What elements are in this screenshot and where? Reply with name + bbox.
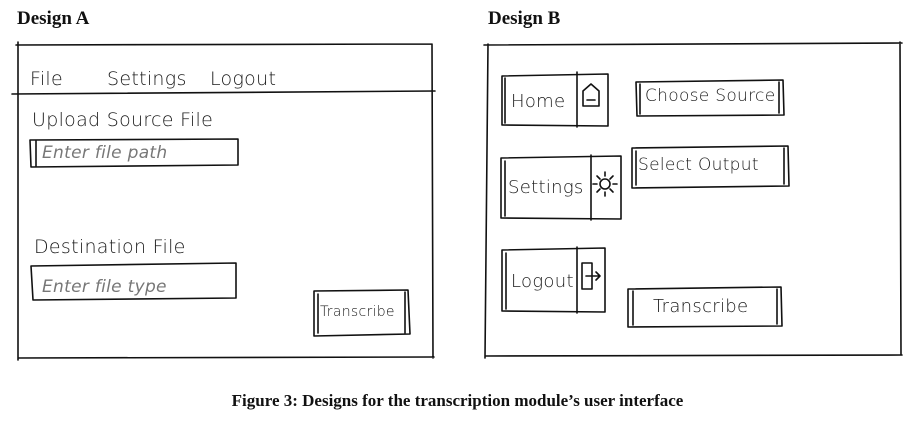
choose-source-button[interactable]: Choose Source [645,86,776,106]
menu-settings[interactable]: Settings [107,68,187,90]
design-b-title: Design B [488,8,561,29]
design-a-frame [15,41,435,361]
figure-caption: Figure 3: Designs for the transcription … [231,391,684,410]
door-exit-icon [580,261,602,291]
settings-button[interactable]: Settings [508,177,584,198]
destination-file-type-input[interactable]: Enter file type [42,277,167,297]
design-b-home-box [501,73,609,127]
design-b-select-output-box [631,145,790,189]
upload-file-path-input[interactable]: Enter file path [42,143,168,163]
select-output-button[interactable]: Select Output [638,155,759,175]
door-exit-icon-path [581,262,601,290]
design-b-frame [483,41,903,359]
design-b-choose-source-box [635,79,785,117]
design-b-transcribe-button[interactable]: Transcribe [653,296,749,317]
design-a-transcribe-button[interactable]: Transcribe [320,304,395,320]
design-a-transcribe-box [313,289,411,337]
design-a-menu-separator [11,90,436,95]
destination-file-label: Destination File [34,236,186,258]
gear-icon-path [592,171,618,197]
design-a-title: Design A [17,8,90,29]
house-icon [580,82,602,108]
design-a-destination-box [30,262,237,301]
menu-logout[interactable]: Logout [210,68,277,90]
design-b-transcribe-box [627,286,783,328]
home-button[interactable]: Home [511,91,566,112]
upload-source-label: Upload Source File [32,109,214,131]
house-icon-path [582,83,600,107]
gear-icon [592,171,618,197]
design-b-logout-box [501,247,606,313]
design-b-settings-box [500,155,622,220]
menu-file[interactable]: File [30,68,63,90]
logout-button[interactable]: Logout [511,271,574,292]
design-a-upload-box [29,138,239,168]
